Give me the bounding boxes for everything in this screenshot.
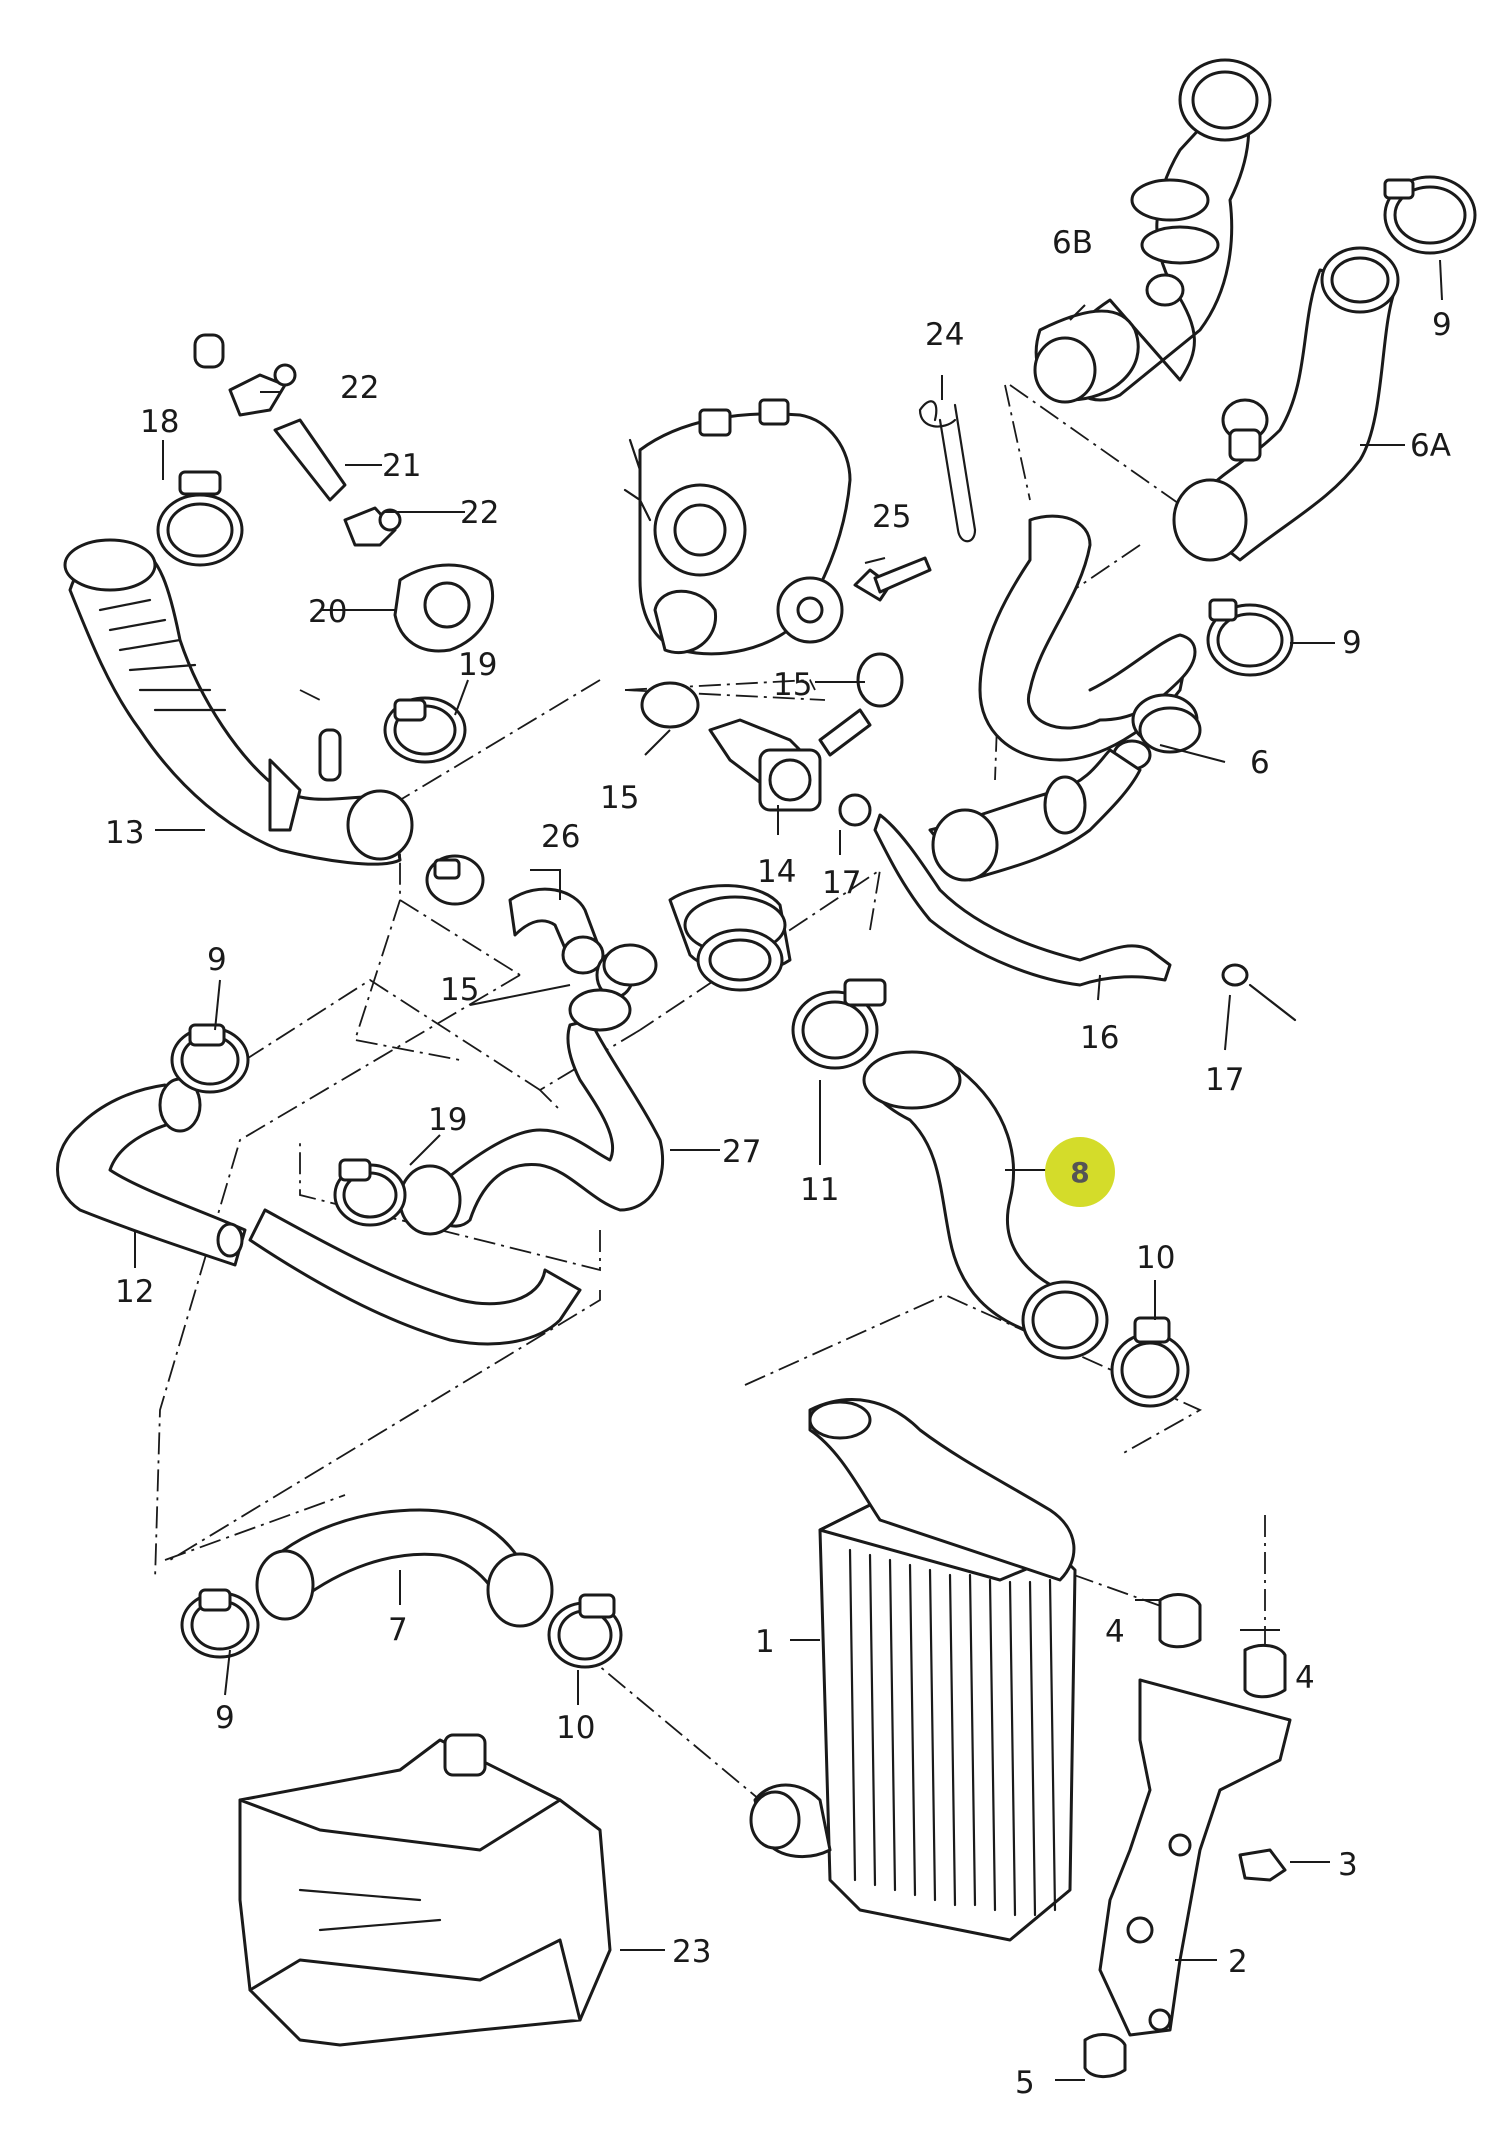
callout-15-lower: 15 [440, 972, 479, 1008]
intake-hose-13 [63, 538, 414, 866]
bracket-2 [1098, 1678, 1292, 2037]
clamp-15-mid [425, 854, 485, 906]
callout-22-mid: 22 [460, 495, 499, 531]
valve-14 [640, 652, 904, 827]
highlight-label: 8 [1070, 1156, 1089, 1189]
clamp-10-bottom [547, 1593, 623, 1669]
callout-19-lower: 19 [428, 1102, 467, 1138]
callout-4-right: 4 [1295, 1660, 1315, 1696]
shield-23 [238, 1733, 612, 2047]
clamp-18 [156, 470, 244, 567]
callout-16: 16 [1080, 1020, 1119, 1056]
clamp-9-mid-right [1206, 598, 1294, 677]
callout-21: 21 [382, 448, 421, 484]
callout-9-left: 9 [207, 942, 227, 978]
callout-19-top: 19 [458, 647, 497, 683]
hose-12 [56, 1077, 582, 1346]
bolt-3 [1238, 1848, 1287, 1882]
stud-4-left [1158, 1593, 1202, 1649]
pipe-11 [668, 884, 792, 992]
callout-20: 20 [308, 594, 347, 630]
callout-6: 6 [1250, 745, 1270, 781]
turbocharger [623, 398, 852, 656]
clamp-9-left [170, 1023, 250, 1094]
callout-6B: 6B [1052, 225, 1093, 261]
callout-18: 18 [140, 404, 179, 440]
callout-3: 3 [1338, 1847, 1358, 1883]
highlight-circle[interactable] [1045, 1137, 1115, 1207]
highlight-marker-8[interactable]: 8 [1045, 1137, 1115, 1207]
clamp-19-top [383, 696, 467, 764]
callout-9-mid-right: 9 [1342, 625, 1362, 661]
callout-17-right: 17 [1205, 1062, 1244, 1098]
intercooler-1 [749, 1398, 1077, 1942]
sensor-assembly [193, 333, 495, 653]
callout-9-bottom: 9 [215, 1700, 235, 1736]
fitting-26 [508, 887, 605, 975]
callout-9-top: 9 [1432, 307, 1452, 343]
clamp-9-top [1383, 175, 1477, 255]
callout-25: 25 [872, 499, 911, 535]
pipe-6B [1033, 58, 1272, 404]
callout-17-left: 17 [822, 865, 861, 901]
callout-2: 2 [1228, 1944, 1248, 1980]
callout-11: 11 [800, 1172, 839, 1208]
clamp-19-lower [333, 1158, 407, 1227]
hose-27 [398, 943, 665, 1236]
pipe-6 [928, 706, 1202, 882]
wire-24 [918, 400, 977, 543]
callout-24: 24 [925, 317, 964, 353]
hose-16 [873, 813, 1297, 1022]
clamp-10-right [1110, 1316, 1190, 1408]
callout-26: 26 [541, 819, 580, 855]
callout-23: 23 [672, 1934, 711, 1970]
callout-1: 1 [755, 1624, 775, 1660]
callout-15-upper: 15 [773, 667, 812, 703]
callout-27: 27 [722, 1134, 761, 1170]
callout-22-top: 22 [340, 370, 379, 406]
callout-labels: 1 2 3 4 4 5 6 6A 6B 7 9 9 9 9 10 10 11 1… [105, 225, 1452, 2101]
callout-12: 12 [115, 1274, 154, 1310]
callout-14: 14 [757, 854, 796, 890]
callout-7: 7 [388, 1612, 408, 1648]
callout-10-right: 10 [1136, 1240, 1175, 1276]
grommet-5 [1083, 2033, 1127, 2078]
hose-8 [862, 1050, 1109, 1360]
hose-7 [255, 1508, 554, 1628]
callout-10-bottom: 10 [556, 1710, 595, 1746]
clamp-9-bottom [180, 1588, 260, 1659]
callout-4-left: 4 [1105, 1614, 1125, 1650]
stud-4-right [1243, 1643, 1287, 1699]
callout-6A: 6A [1410, 428, 1451, 464]
clamp-11 [791, 978, 887, 1070]
callout-5: 5 [1015, 2065, 1035, 2101]
bolt-25 [853, 556, 932, 602]
callout-13: 13 [105, 815, 144, 851]
pipe-6A [1172, 246, 1400, 562]
callout-15-left: 15 [600, 780, 639, 816]
leader-lines [134, 259, 1443, 2081]
